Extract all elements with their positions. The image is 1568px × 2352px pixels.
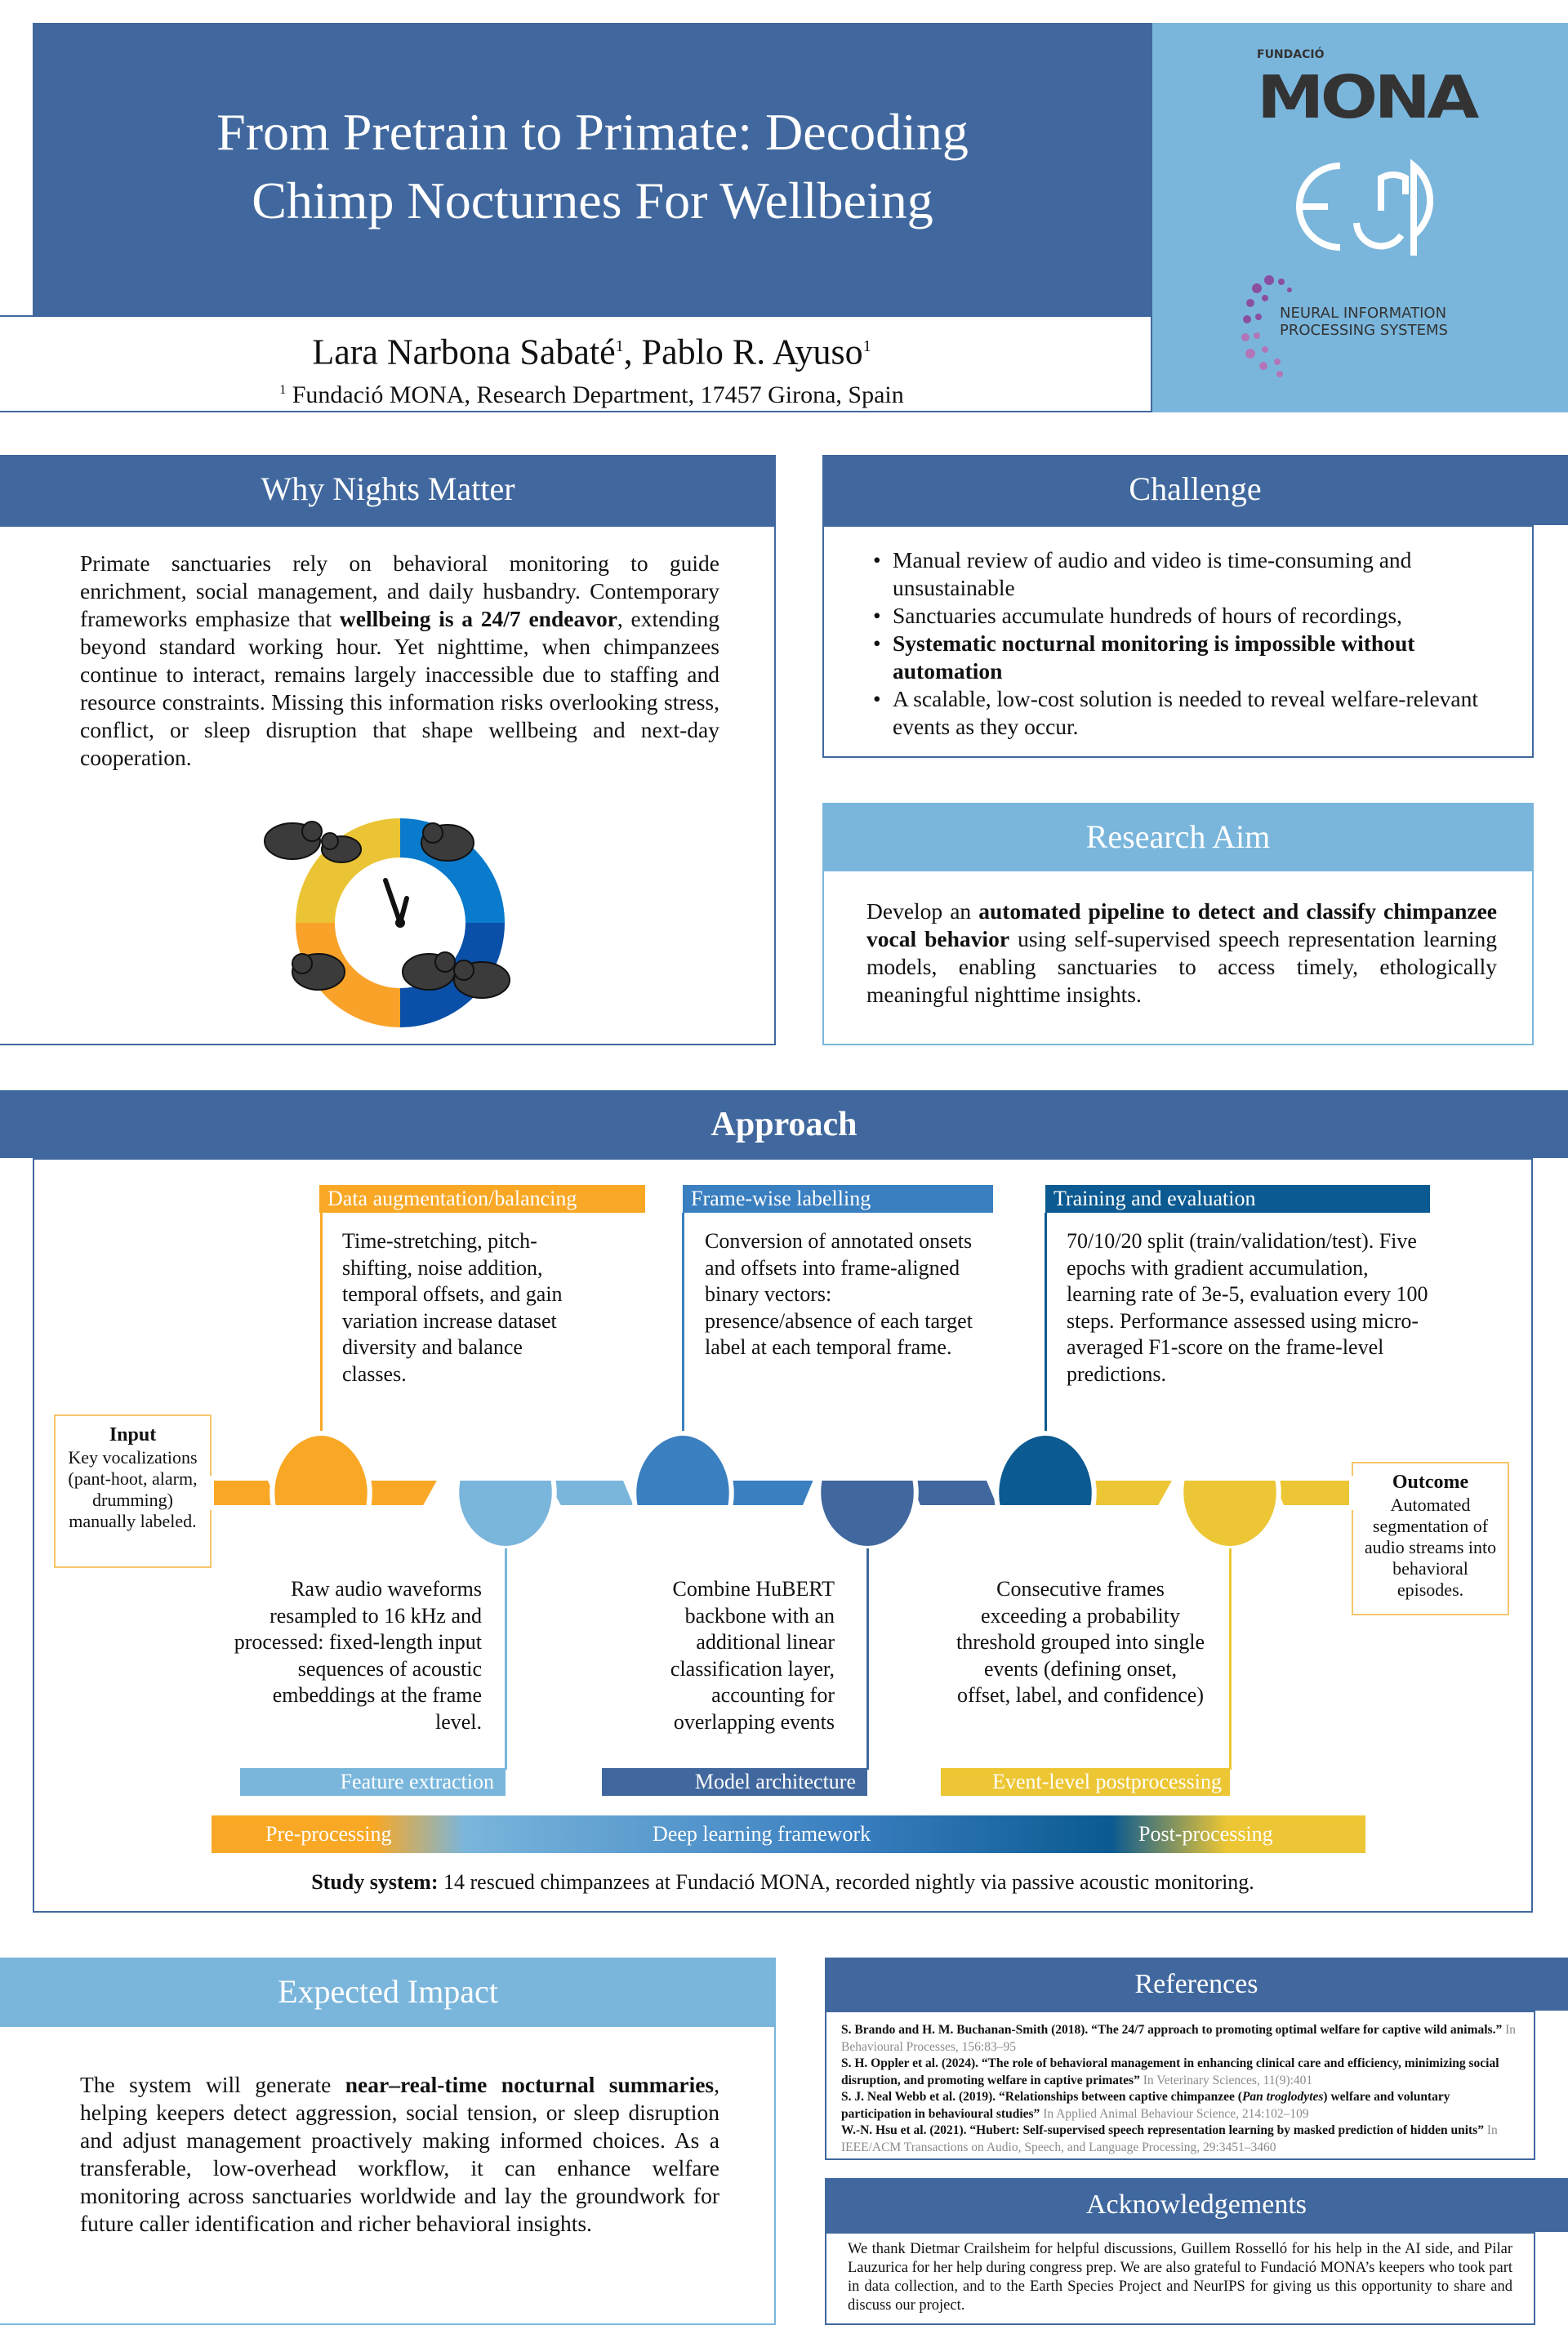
stage-bubble-postprocessing (1178, 1476, 1281, 1552)
connector-line (505, 1548, 507, 1770)
acknowledgements-header: Acknowledgements (825, 2178, 1568, 2232)
challenge-item: Sanctuaries accumulate hundreds of hours… (870, 602, 1507, 630)
reference-item: S. J. Neal Webb et al. (2019). “Relation… (841, 2090, 1450, 2121)
reference-item: S. Brando and H. M. Buchanan-Smith (2018… (841, 2023, 1517, 2054)
author-block: Lara Narbona Sabaté1, Pablo R. Ayuso1 1 … (0, 315, 1152, 412)
stage-label-model: Model architecture (602, 1768, 867, 1796)
reference-item: W.-N. Hsu et al. (2021). “Hubert: Self-s… (841, 2123, 1498, 2154)
challenge-panel: Manual review of audio and video is time… (822, 525, 1534, 758)
postprocessing-text: Consecutive frames exceeding a probabili… (956, 1577, 1205, 1707)
challenge-item: A scalable, low-cost solution is needed … (870, 685, 1507, 741)
connector-line (682, 1213, 684, 1441)
outcome-box: Outcome Automated segmentation of audio … (1352, 1462, 1509, 1615)
phase-deep-learning: Deep learning framework (653, 1822, 871, 1846)
why-nights-header: Why Nights Matter (0, 455, 776, 525)
impact-text: The system will generate near–real-time … (80, 2072, 719, 2236)
band-segment (538, 1476, 641, 1510)
challenge-item: Manual review of audio and video is time… (870, 546, 1507, 602)
stage-label-augmentation: Data augmentation/balancing (319, 1185, 645, 1213)
study-system-note: Study system: 14 rescued chimpanzees at … (311, 1870, 1254, 1894)
authors: Lara Narbona Sabaté1, Pablo R. Ayuso1 (312, 332, 871, 372)
connector-line (866, 1548, 869, 1770)
impact-panel: The system will generate near–real-time … (0, 2025, 776, 2325)
model-architecture-text: Combine HuBERT backbone with an addition… (670, 1577, 835, 1734)
phase-pre-processing: Pre-processing (265, 1822, 392, 1846)
connector-line (320, 1213, 323, 1441)
stage-label-labelling: Frame-wise labelling (683, 1185, 993, 1213)
challenge-list: Manual review of audio and video is time… (870, 546, 1507, 741)
challenge-item: Systematic nocturnal monitoring is impos… (870, 630, 1507, 685)
input-box: Input Key vocalizations (pant-hoot, alar… (54, 1414, 212, 1568)
title-banner: From Pretrain to Primate: Decoding Chimp… (33, 23, 1152, 315)
fundacio-mona-logo: FUNDACIÓ MONA (1257, 48, 1479, 131)
affiliation: 1 Fundació MONA, Research Department, 17… (279, 381, 904, 408)
approach-panel (33, 1158, 1533, 1913)
feature-extraction-text: Raw audio waveforms resampled to 16 kHz … (234, 1577, 482, 1734)
stage-bubble-augmentation (270, 1430, 372, 1510)
stage-label-training: Training and evaluation (1045, 1185, 1430, 1213)
approach-header: Approach (0, 1090, 1568, 1158)
poster-title-line2: Chimp Nocturnes For Wellbeing (252, 172, 933, 229)
acknowledgements-panel: We thank Dietmar Crailsheim for helpful … (825, 2232, 1535, 2325)
why-nights-text: Primate sanctuaries rely on behavioral m… (80, 550, 719, 770)
references-panel: S. Brando and H. M. Buchanan-Smith (2018… (825, 2011, 1535, 2160)
acknowledgements-text: We thank Dietmar Crailsheim for helpful … (848, 2241, 1512, 2314)
research-aim-text: Develop an automated pipeline to detect … (866, 898, 1497, 1007)
chimp-clock-illustration (264, 818, 510, 1027)
band-segment (1266, 1476, 1354, 1510)
stage-bubble-labelling (631, 1430, 734, 1510)
why-nights-panel: Primate sanctuaries rely on behavioral m… (0, 525, 776, 1045)
phase-post-processing: Post-processing (1138, 1822, 1273, 1846)
poster-title-line1: From Pretrain to Primate: Decoding (216, 103, 969, 161)
phase-gradient-bar: Pre-processing Deep learning framework P… (212, 1815, 1365, 1853)
augmentation-text: Time-stretching, pitch-shifting, noise a… (342, 1229, 563, 1386)
stage-bubble-model (816, 1476, 919, 1552)
reference-item: S. H. Oppler et al. (2024). “The role of… (841, 2056, 1499, 2087)
band-segment (902, 1476, 1004, 1510)
training-text: 70/10/20 split (train/validation/test). … (1067, 1229, 1428, 1386)
stage-bubble-training (994, 1430, 1097, 1510)
connector-line (1229, 1548, 1232, 1770)
neurips-dots-icon (1241, 275, 1292, 377)
research-aim-header: Research Aim (822, 803, 1534, 870)
esp-logo (1296, 158, 1434, 256)
challenge-header: Challenge (822, 455, 1568, 525)
stage-bubble-feature-extraction (454, 1476, 557, 1552)
stage-label-feature-extraction: Feature extraction (240, 1768, 506, 1796)
connector-line (1045, 1213, 1047, 1441)
labelling-text: Conversion of annotated onsets and offse… (705, 1229, 973, 1359)
references-header: References (825, 1958, 1568, 2011)
research-aim-panel: Develop an automated pipeline to detect … (822, 870, 1534, 1045)
stage-label-postprocessing: Event-level postprocessing (941, 1768, 1230, 1796)
pipeline-band (209, 1430, 1354, 1552)
impact-header: Expected Impact (0, 1958, 776, 2025)
